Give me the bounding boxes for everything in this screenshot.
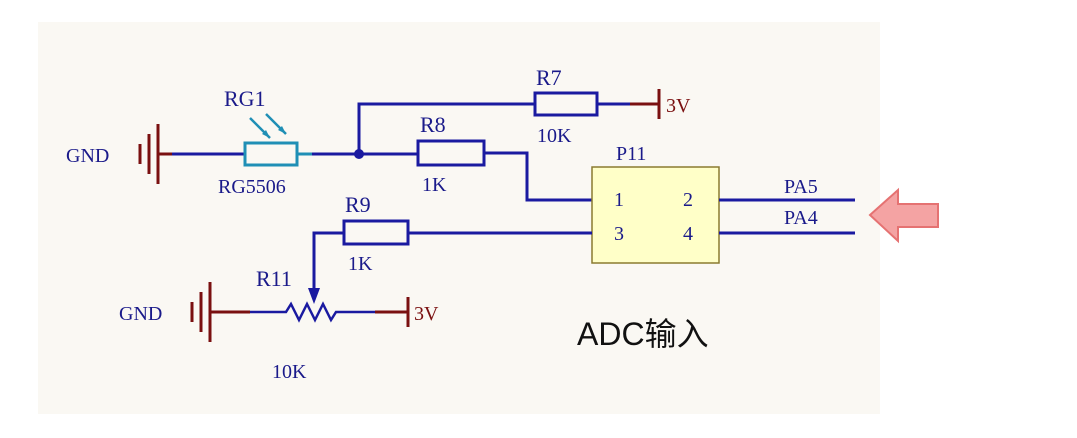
p11-pin-2: 2 bbox=[683, 189, 693, 211]
diagram-caption: ADC输入 bbox=[577, 316, 709, 352]
potentiometer-wiper-arrow bbox=[308, 288, 320, 304]
r8-designator: R8 bbox=[420, 112, 446, 137]
p11-pin-1: 1 bbox=[614, 189, 624, 211]
r11-value: 10K bbox=[272, 361, 307, 383]
left-arrow-icon bbox=[868, 187, 939, 244]
wire-r9-wiper bbox=[312, 231, 344, 292]
gnd-top-label: GND bbox=[66, 145, 109, 167]
net-pa4-label: PA4 bbox=[784, 207, 818, 229]
r11-designator: R11 bbox=[256, 266, 292, 291]
schematic-panel bbox=[38, 22, 880, 414]
rg1-value: RG5506 bbox=[218, 176, 286, 198]
power-bar-icon bbox=[630, 89, 661, 119]
r7-value: 10K bbox=[537, 125, 572, 147]
r8-value: 1K bbox=[422, 174, 447, 196]
r9-value: 1K bbox=[348, 253, 373, 275]
power-bar-icon bbox=[375, 297, 410, 327]
ground-symbol-icon bbox=[190, 282, 250, 342]
potentiometer-r11 bbox=[250, 301, 375, 323]
r9-designator: R9 bbox=[345, 192, 371, 217]
r7-designator: R7 bbox=[536, 65, 562, 90]
p11-pin-3: 3 bbox=[614, 223, 624, 245]
ground-symbol-icon bbox=[138, 124, 172, 184]
wire-junction-r7 bbox=[357, 102, 535, 154]
net-pa5-label: PA5 bbox=[784, 176, 818, 198]
p11-designator: P11 bbox=[616, 143, 646, 165]
wire-r8-p11-pin1 bbox=[484, 151, 592, 202]
connector-p11 bbox=[591, 166, 720, 264]
rg1-designator: RG1 bbox=[224, 86, 266, 111]
vcc-top-label: 3V bbox=[666, 95, 691, 117]
photoresistor-rg1 bbox=[243, 113, 312, 167]
vcc-bottom-label: 3V bbox=[414, 303, 439, 325]
p11-pin-4: 4 bbox=[683, 223, 693, 245]
gnd-bottom-label: GND bbox=[119, 303, 162, 325]
